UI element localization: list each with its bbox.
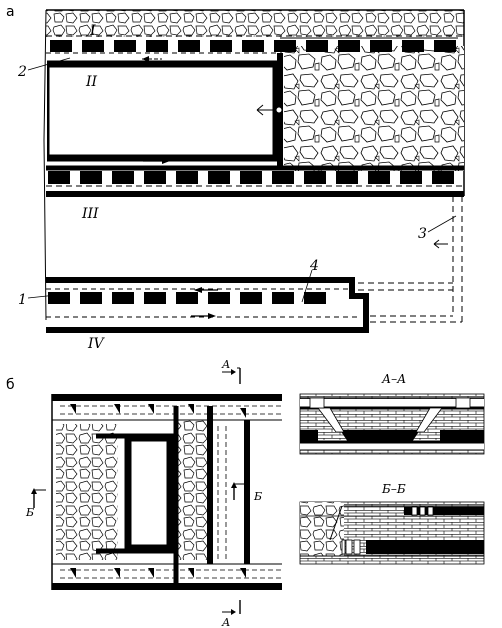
support-block	[146, 40, 168, 52]
dashed-connector-3	[358, 196, 463, 323]
support-block	[176, 171, 198, 184]
section-a-label-top: А	[221, 358, 230, 371]
leader-3	[427, 215, 457, 233]
support-block	[432, 171, 454, 184]
section-bb-title: Б–Б	[381, 482, 406, 496]
pillar-outline-II	[42, 60, 280, 162]
support-block	[48, 171, 70, 184]
section-b-label-right: Б	[253, 490, 262, 503]
panel-b-label: б	[6, 377, 15, 393]
support-block	[370, 40, 392, 52]
label-roman-IV: IV	[87, 336, 106, 352]
label-num-1: 1	[18, 292, 27, 308]
label-num-3: 3	[418, 226, 427, 242]
left-edge-line	[43, 9, 47, 321]
support-block	[112, 171, 134, 184]
support-block	[112, 292, 134, 304]
caved-rock-zone	[284, 46, 464, 171]
section-marker-b-left: Б	[25, 488, 46, 519]
support-block	[306, 40, 328, 52]
plan-view	[51, 394, 282, 590]
support-block	[144, 292, 166, 304]
ventilation-arrow-symbol	[256, 104, 283, 116]
label-num-4: 4	[309, 258, 319, 274]
support-block	[48, 292, 70, 304]
support-block	[50, 40, 72, 52]
support-blocks-drift-III	[48, 171, 454, 184]
support-block	[274, 40, 296, 52]
support-block	[144, 171, 166, 184]
support-block	[272, 171, 294, 184]
label-roman-III: III	[81, 206, 99, 222]
section-marker-a-top: А	[221, 358, 241, 384]
leader-4	[301, 269, 313, 303]
support-blocks-drift-I	[50, 40, 456, 52]
arrow-left-solid	[194, 287, 218, 293]
support-block	[176, 292, 198, 304]
panel-b: б А А Б Б	[6, 358, 485, 628]
drift-IV	[46, 277, 369, 333]
support-block	[80, 292, 102, 304]
support-block	[240, 171, 262, 184]
section-a-label-bottom: А	[221, 616, 230, 628]
arrow-right-solid	[143, 158, 170, 164]
support-block	[208, 292, 230, 304]
section-b-label-left: Б	[25, 506, 34, 519]
support-block	[402, 40, 424, 52]
support-block	[240, 292, 262, 304]
support-block	[368, 171, 390, 184]
section-marker-a-bottom: А	[221, 600, 241, 628]
top-rock-strip	[46, 10, 464, 37]
support-block	[210, 40, 232, 52]
section-aa: А–А	[299, 372, 485, 455]
leader-2	[27, 57, 71, 71]
label-roman-I: I	[89, 23, 96, 39]
support-block	[400, 171, 422, 184]
arrow-dashed-left	[142, 56, 162, 62]
arrow-right-solid-lower	[191, 313, 216, 319]
support-block	[304, 292, 326, 304]
support-block	[434, 40, 456, 52]
support-block	[338, 40, 360, 52]
label-num-2: 2	[17, 64, 27, 80]
support-block	[80, 171, 102, 184]
support-block	[82, 40, 104, 52]
panel-a: а	[6, 4, 465, 352]
support-block	[114, 40, 136, 52]
support-block	[336, 171, 358, 184]
leader-1	[27, 293, 67, 299]
support-block	[272, 292, 294, 304]
plan-pillar	[124, 434, 174, 552]
panel-a-label: а	[6, 4, 15, 20]
section-bb: Б–Б	[299, 482, 485, 565]
section-aa-title: А–А	[381, 372, 406, 386]
label-roman-II: II	[85, 74, 98, 90]
support-block	[208, 171, 230, 184]
support-block	[304, 171, 326, 184]
support-block	[242, 40, 264, 52]
support-block	[178, 40, 200, 52]
